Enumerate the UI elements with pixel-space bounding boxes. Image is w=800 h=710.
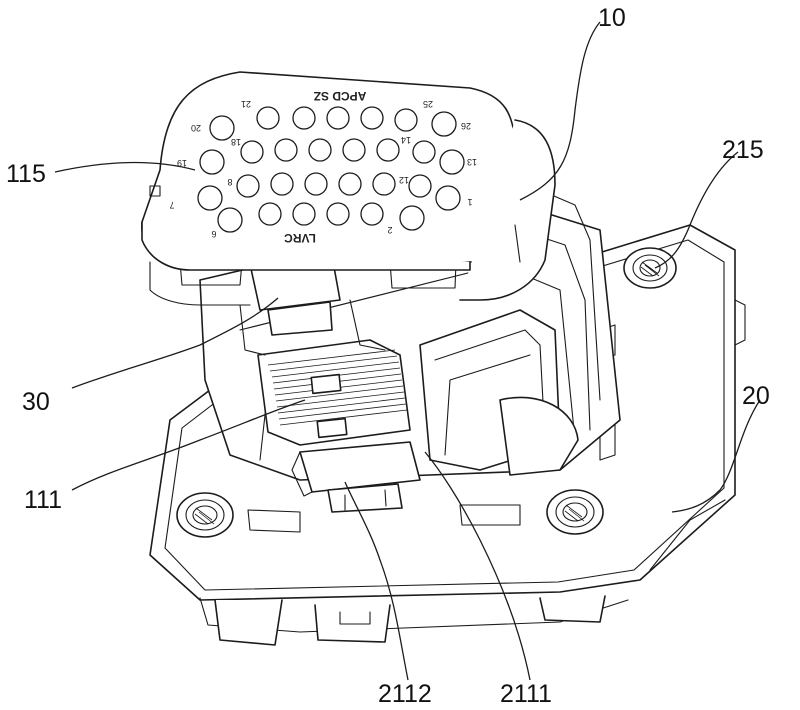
pin-label-1: 1	[467, 197, 472, 207]
callout-10: 10	[598, 4, 626, 32]
callout-215: 215	[722, 136, 764, 164]
screw-boss-left	[177, 493, 233, 537]
pin-label-13: 13	[467, 157, 477, 167]
pin-label-8: 8	[227, 177, 232, 187]
pin-label-7: 7	[169, 200, 174, 210]
brand-bottom-text: LVRC	[284, 231, 316, 245]
callout-2111: 2111	[500, 680, 552, 708]
pin-label-6: 6	[211, 229, 216, 239]
pin-label-14: 14	[401, 135, 411, 145]
screw-boss-right-front	[547, 490, 603, 534]
pin-label-18: 18	[231, 137, 241, 147]
callout-20: 20	[742, 382, 770, 410]
screw-boss-right-rear	[624, 248, 676, 288]
pin-label-25: 25	[423, 99, 433, 109]
callout-115: 115	[6, 160, 46, 188]
latch-plate	[258, 340, 410, 445]
callout-2112: 2112	[378, 680, 432, 708]
callout-30: 30	[22, 388, 50, 416]
callout-111: 111	[24, 486, 62, 514]
pin-label-12: 12	[399, 175, 409, 185]
pin-label-20: 20	[191, 123, 201, 133]
pin-label-26: 26	[461, 121, 471, 131]
pin-label-2: 2	[387, 225, 392, 235]
pin-label-21: 21	[241, 99, 251, 109]
brand-top-text: APCD SZ	[314, 89, 367, 103]
